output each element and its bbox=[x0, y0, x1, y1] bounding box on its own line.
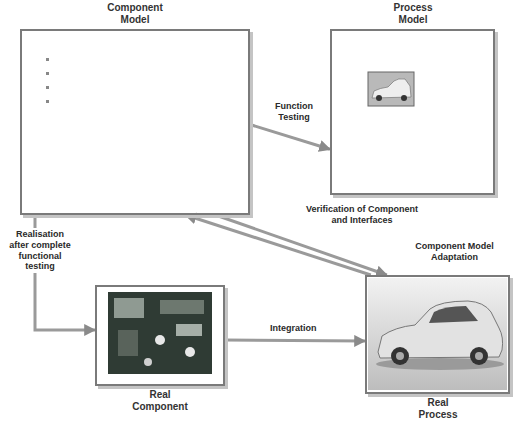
car-picture bbox=[368, 278, 507, 390]
edge-label: Realisation after complete functional te… bbox=[4, 228, 76, 273]
frame-heading: Real Process bbox=[413, 397, 463, 420]
edge-label: Function Testing bbox=[262, 100, 326, 124]
frame-border bbox=[365, 275, 510, 394]
model-frame: Real Component bbox=[95, 285, 225, 412]
model-frame: Real Process bbox=[365, 275, 510, 420]
frame-border bbox=[95, 285, 225, 386]
edge-label: Verification of Component and Interfaces bbox=[300, 203, 424, 227]
model-frame: Component Model bbox=[20, 2, 250, 215]
circuit-board-picture bbox=[108, 292, 212, 374]
model-dots bbox=[46, 58, 49, 103]
edge-label: Integration bbox=[268, 322, 319, 335]
frame-heading: Real Component bbox=[125, 389, 195, 412]
small-car-picture bbox=[368, 72, 414, 106]
model-frame: Process Model bbox=[330, 2, 495, 195]
frame-heading: Component Model bbox=[95, 2, 175, 25]
edge-label: Component Model Adaptation bbox=[400, 240, 509, 264]
frame-border bbox=[20, 29, 250, 215]
flow-arrow bbox=[250, 125, 330, 150]
frame-heading: Process Model bbox=[378, 2, 448, 25]
flow-arrow bbox=[225, 340, 365, 341]
frame-border bbox=[330, 29, 495, 195]
